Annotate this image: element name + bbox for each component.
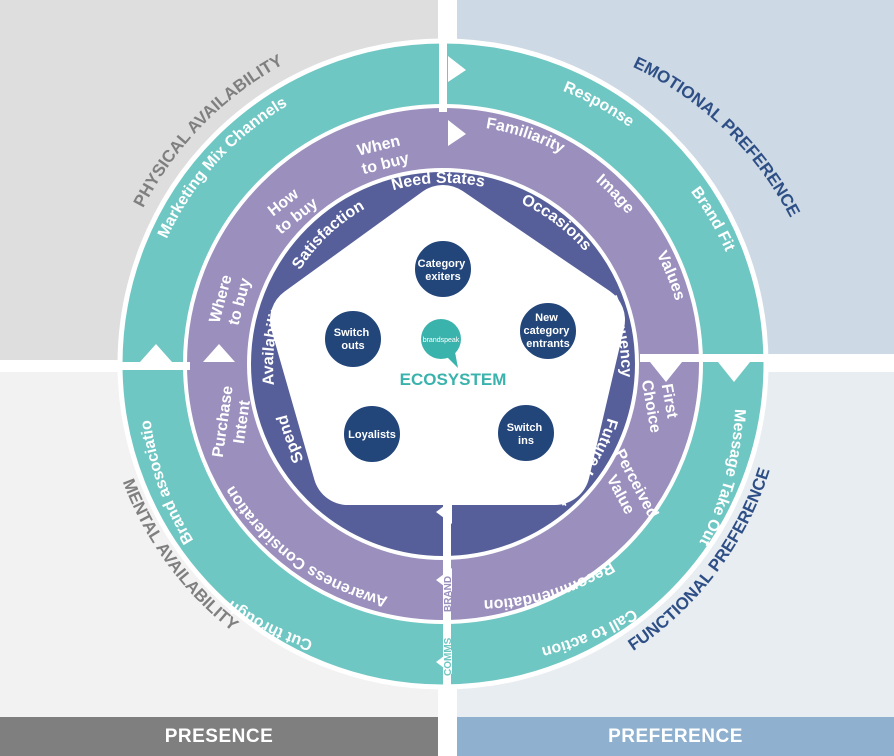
node-switch-ins: Switch ins (496, 403, 556, 463)
arrow-icon (650, 362, 682, 382)
speech-bubble-tail (446, 352, 458, 368)
node-category-exiters: Category exiters (413, 239, 473, 299)
arrow-icon (718, 362, 750, 382)
ecosystem-title: ECOSYSTEM (400, 370, 507, 389)
preference-footer: PREFERENCE (457, 717, 894, 756)
svg-text:Switch outs: Switch outs (334, 327, 373, 352)
arrow-icon (203, 344, 235, 362)
speech-bubble-icon (421, 319, 461, 359)
comms-label: COMMS (443, 637, 454, 676)
section-labels: CONSUMER BRAND COMMS (443, 487, 454, 676)
ring-arrows (140, 56, 750, 674)
presence-footer: PRESENCE (0, 717, 438, 756)
arrow-icon (436, 568, 452, 592)
svg-text:Category exiters: Category exiters (418, 258, 469, 283)
brandspeak-logo: brandspeak (421, 319, 461, 368)
logo-text: brandspeak (423, 337, 460, 344)
arrow-icon (140, 344, 172, 362)
svg-text:Switch ins: Switch ins (507, 422, 546, 447)
arrow-icon (436, 500, 452, 524)
arrow-icon (448, 56, 466, 82)
arrow-icon (436, 650, 452, 674)
svg-text:New category e: New category entrants (524, 312, 573, 350)
node-new-category-entrants: New category entrants (518, 301, 578, 361)
first-choice-label: First Choice (638, 375, 683, 434)
segment-nodes: Category exiters New category entrants S… (323, 239, 578, 464)
svg-text:Loyalists: Loyalists (348, 429, 396, 441)
arrow-icon (448, 120, 466, 146)
node-switch-outs: Switch outs (323, 309, 383, 369)
consumer-label: CONSUMER (443, 487, 454, 546)
brand-label: BRAND (443, 576, 454, 612)
node-loyalists: Loyalists (342, 404, 402, 464)
